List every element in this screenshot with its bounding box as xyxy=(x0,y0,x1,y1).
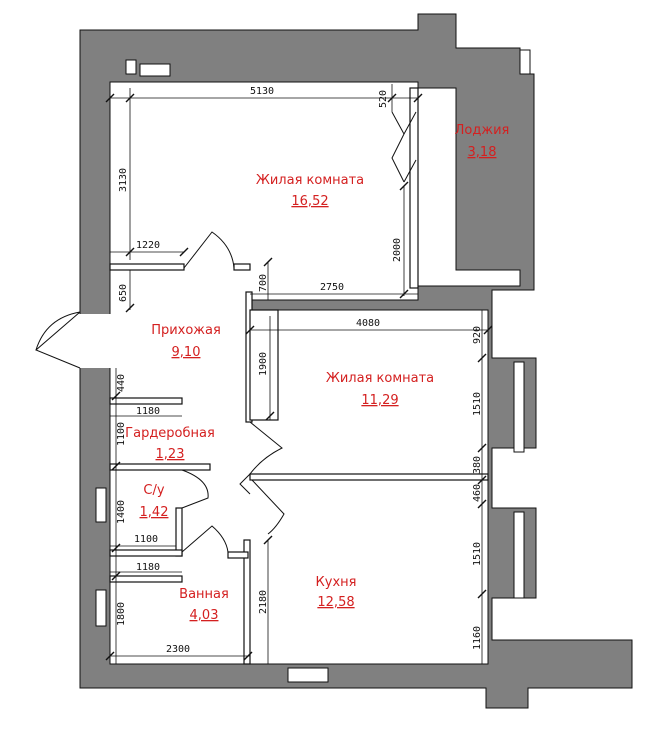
door-wardrobe-icon xyxy=(239,473,251,495)
door-living2-icon xyxy=(249,421,283,475)
partition-wardrobe-top xyxy=(109,397,183,405)
vent-left-2 xyxy=(95,589,107,627)
dim-3130: 3130 xyxy=(118,168,129,192)
dim-2000: 2000 xyxy=(392,238,403,262)
dim-1100-bottom: 1100 xyxy=(134,534,158,545)
door-kitchen-icon xyxy=(251,479,285,535)
dim-1160: 1160 xyxy=(472,626,483,650)
dim-440: 440 xyxy=(116,374,127,392)
dim-920: 920 xyxy=(472,326,483,344)
dim-1180-bottom: 1180 xyxy=(136,562,160,573)
room-area-living2: 11,29 xyxy=(361,393,398,408)
dim-520: 520 xyxy=(378,90,389,108)
window-right-2 xyxy=(513,511,525,599)
partition-living1-hall-right xyxy=(233,263,251,271)
dim-1180-top: 1180 xyxy=(136,406,160,417)
dim-1510-top: 1510 xyxy=(472,392,483,416)
partition-living1-hall xyxy=(109,263,185,271)
room-name-loggia: Лоджия xyxy=(455,123,510,138)
room-area-living1: 16,52 xyxy=(291,194,328,209)
vent-top-right xyxy=(519,49,531,75)
room-name-wc: С/у xyxy=(143,483,164,498)
room-area-wc: 1,42 xyxy=(140,505,169,520)
partitions xyxy=(109,87,489,665)
dim-380: 380 xyxy=(472,456,483,474)
dim-2300: 2300 xyxy=(166,644,190,655)
partition-wc-right xyxy=(175,507,183,557)
room-name-hall: Прихожая xyxy=(151,323,221,338)
dim-2180: 2180 xyxy=(258,590,269,614)
room-name-bath: Ванная xyxy=(179,587,229,602)
room-area-loggia: 3,18 xyxy=(468,145,497,160)
room-area-kitchen: 12,58 xyxy=(317,595,354,610)
dim-4080: 4080 xyxy=(356,318,380,329)
room-area-wardrobe: 1,23 xyxy=(156,447,185,462)
partition-bath-top-right xyxy=(227,551,249,559)
dim-2750: 2750 xyxy=(320,282,344,293)
room-area-hall: 9,10 xyxy=(172,345,201,360)
dim-1800: 1800 xyxy=(116,602,127,626)
door-entrance-icon xyxy=(35,311,81,369)
partition-wardrobe-bottom xyxy=(109,463,211,471)
dim-650: 650 xyxy=(118,284,129,302)
dim-460: 460 xyxy=(472,484,483,502)
partition-living2-kitchen xyxy=(249,473,489,481)
room-area-bath: 4,03 xyxy=(190,608,219,623)
room-labels: Жилая комната 16,52 Лоджия 3,18 Прихожая… xyxy=(125,123,509,623)
door-wc-icon xyxy=(181,469,209,509)
window-bottom xyxy=(287,667,329,683)
partition-bath-top xyxy=(109,575,183,583)
window-right-1 xyxy=(513,361,525,453)
dimension-labels: 5130 520 3130 1220 2000 700 2750 650 408… xyxy=(116,86,483,655)
partition-loggia-left xyxy=(409,87,419,289)
window-top xyxy=(139,63,171,77)
room-name-wardrobe: Гардеробная xyxy=(125,426,215,441)
room-name-living2: Жилая комната xyxy=(326,371,434,386)
dim-1510-bottom: 1510 xyxy=(472,542,483,566)
vent-left-1 xyxy=(95,487,107,523)
room-name-living1: Жилая комната xyxy=(256,173,364,188)
outer-wall xyxy=(79,13,633,709)
partition-bath-kitchen xyxy=(243,539,251,665)
partition-wc-bottom xyxy=(109,549,183,557)
partition-living2-left xyxy=(249,309,279,421)
dimension-lines xyxy=(105,84,493,664)
doors xyxy=(35,111,417,553)
dim-5130: 5130 xyxy=(250,86,274,97)
dim-1400: 1400 xyxy=(116,500,127,524)
window-top-small xyxy=(125,59,137,75)
room-name-kitchen: Кухня xyxy=(316,575,357,590)
dim-1900: 1900 xyxy=(258,352,269,376)
dim-700: 700 xyxy=(258,274,269,292)
door-living1-icon xyxy=(183,231,235,269)
dim-1220: 1220 xyxy=(136,240,160,251)
dim-1100-left: 1100 xyxy=(116,422,127,446)
door-loggia-icon xyxy=(391,111,417,183)
entrance-opening xyxy=(76,314,114,368)
door-bath-icon xyxy=(181,525,229,553)
